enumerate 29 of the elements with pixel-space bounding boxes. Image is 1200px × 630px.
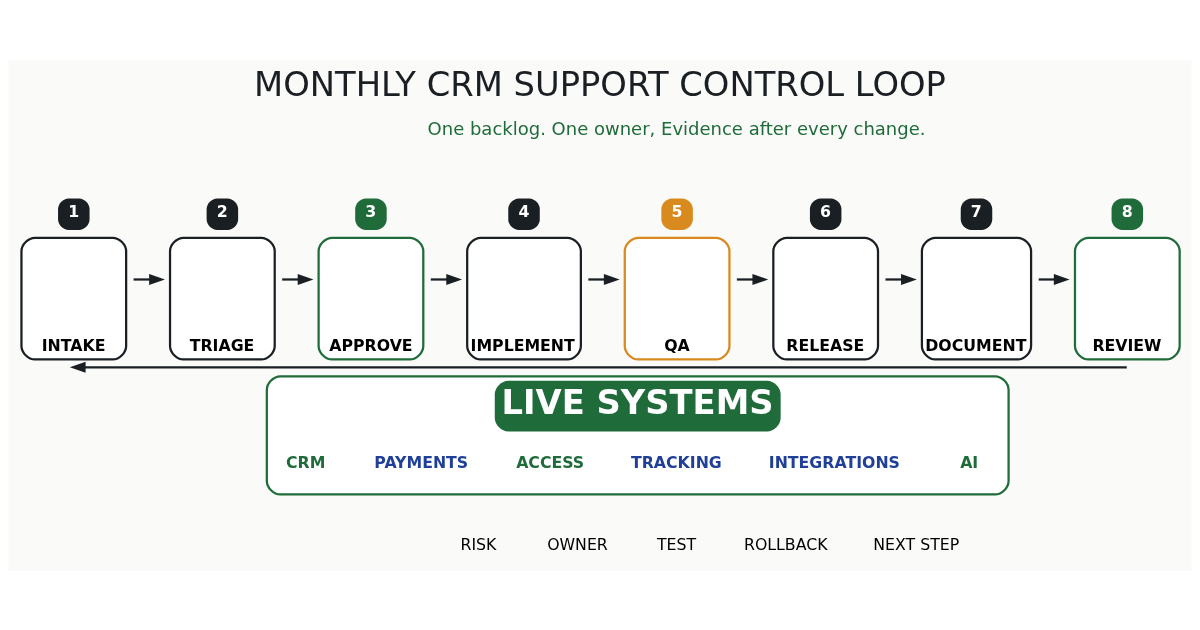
legend-label: RISK [460, 534, 497, 554]
diagram-title: MONTHLY CRM SUPPORT CONTROL LOOP [254, 64, 946, 104]
node-label: 6 [820, 201, 832, 221]
legend-label: OWNER [547, 534, 608, 554]
node-text: PAYMENTS [374, 452, 469, 472]
legend-label: NEXT STEP [873, 534, 960, 554]
node-label: 4 [518, 201, 530, 221]
node-label: 3 [365, 201, 377, 221]
node-text: AI [960, 452, 979, 472]
node-label: 1 [68, 201, 80, 221]
legend-label: ROLLBACK [743, 534, 828, 554]
node-text: CRM [285, 452, 326, 472]
node-text: INTEGRATIONS [768, 452, 900, 472]
arrow [133, 273, 165, 285]
arrow [885, 273, 917, 285]
node-label: 5 [671, 201, 683, 221]
arrow [69, 361, 1127, 373]
node-label: 2 [216, 201, 228, 221]
arrow [588, 273, 620, 285]
legend-label: TEST [656, 534, 697, 554]
arrow [282, 273, 314, 285]
arrow [430, 273, 463, 285]
label: One backlog. One owner, Evidence after every change. [427, 117, 926, 139]
node-label: 8 [1121, 201, 1133, 221]
node-text: ACCESS [516, 452, 585, 472]
arrow [736, 273, 769, 285]
node-label: 7 [970, 201, 982, 221]
arrow [1038, 273, 1070, 285]
node-text: TRACKING [630, 452, 722, 472]
